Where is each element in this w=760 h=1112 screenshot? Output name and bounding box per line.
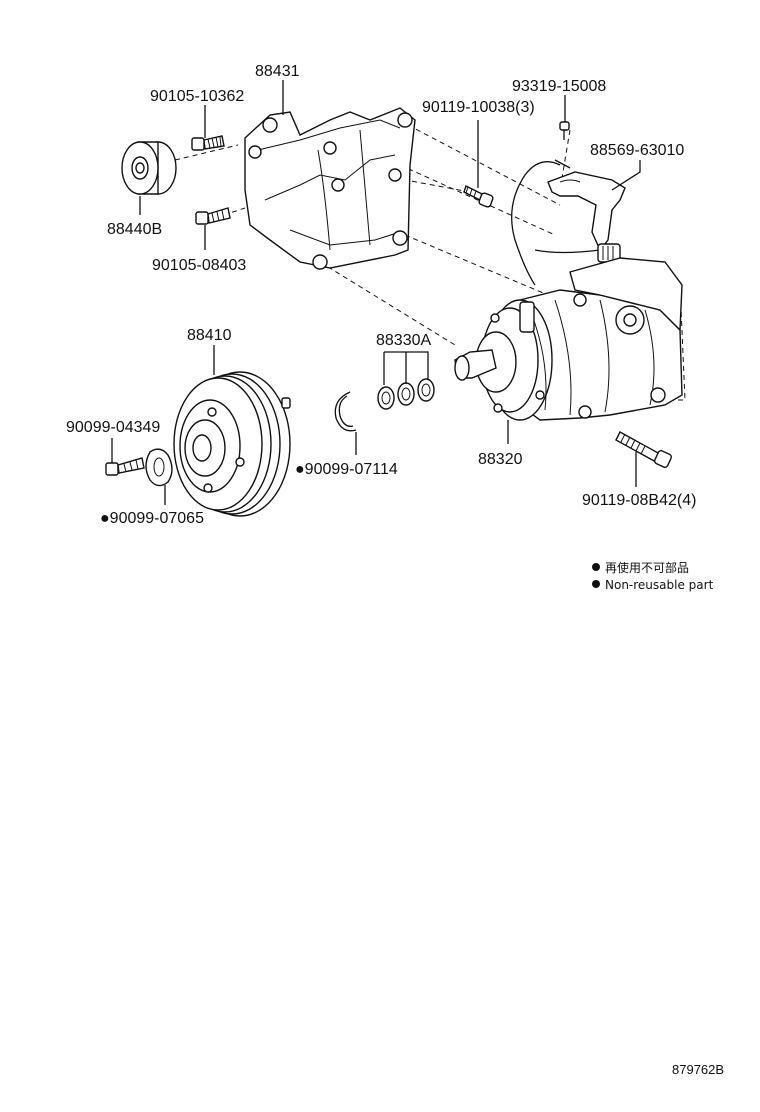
label-88330A[interactable]: 88330A	[376, 332, 431, 349]
compressor-bracket	[244, 107, 416, 270]
screw-93319-15008	[559, 121, 570, 140]
shims-88330A	[377, 378, 435, 410]
bolt-90119-08B42	[615, 431, 673, 469]
label-90119-08B42[interactable]: 90119-08B42(4)	[582, 492, 696, 509]
magnetic-clutch-88410	[173, 371, 291, 517]
label-88440B[interactable]: 88440B	[107, 221, 162, 238]
bolt-90105-08403	[195, 207, 231, 225]
legend-bullet-jp	[592, 563, 600, 571]
harness-bracket-88569-63010	[511, 159, 626, 286]
compressor-88320	[454, 257, 683, 421]
label-90105-10362[interactable]: 90105-10362	[150, 88, 244, 105]
part-labels: 88431 90105-10362 93319-15008 90119-1003…	[66, 63, 696, 527]
label-88431[interactable]: 88431	[255, 63, 300, 80]
snap-ring-90099-07114	[334, 391, 357, 432]
legend-en: Non-reusable part	[605, 578, 714, 592]
bolt-90099-04349	[105, 457, 145, 476]
idler-pulley-88440B	[121, 141, 177, 195]
label-90099-04349[interactable]: 90099-04349	[66, 419, 160, 436]
label-88410[interactable]: 88410	[187, 327, 232, 344]
label-88569-63010[interactable]: 88569-63010	[590, 142, 684, 159]
washer-90099-07065	[145, 448, 173, 487]
label-90105-08403[interactable]: 90105-08403	[152, 257, 246, 274]
bolt-90105-10362	[191, 135, 225, 151]
legend-bullet-en	[592, 580, 600, 588]
diagram-code: 879762B	[672, 1062, 724, 1077]
bolt-90119-10038	[463, 185, 494, 208]
label-90099-07114[interactable]: ●90099-07114	[295, 461, 398, 478]
leader-lines	[111, 80, 641, 505]
label-90119-10038[interactable]: 90119-10038(3)	[422, 99, 535, 116]
legend-jp: 再使用不可部品	[605, 560, 689, 575]
legend: 再使用不可部品 Non-reusable part	[592, 560, 714, 592]
label-88320[interactable]: 88320	[478, 451, 523, 468]
label-93319-15008[interactable]: 93319-15008	[512, 78, 606, 95]
label-90099-07065[interactable]: ●90099-07065	[100, 510, 204, 527]
